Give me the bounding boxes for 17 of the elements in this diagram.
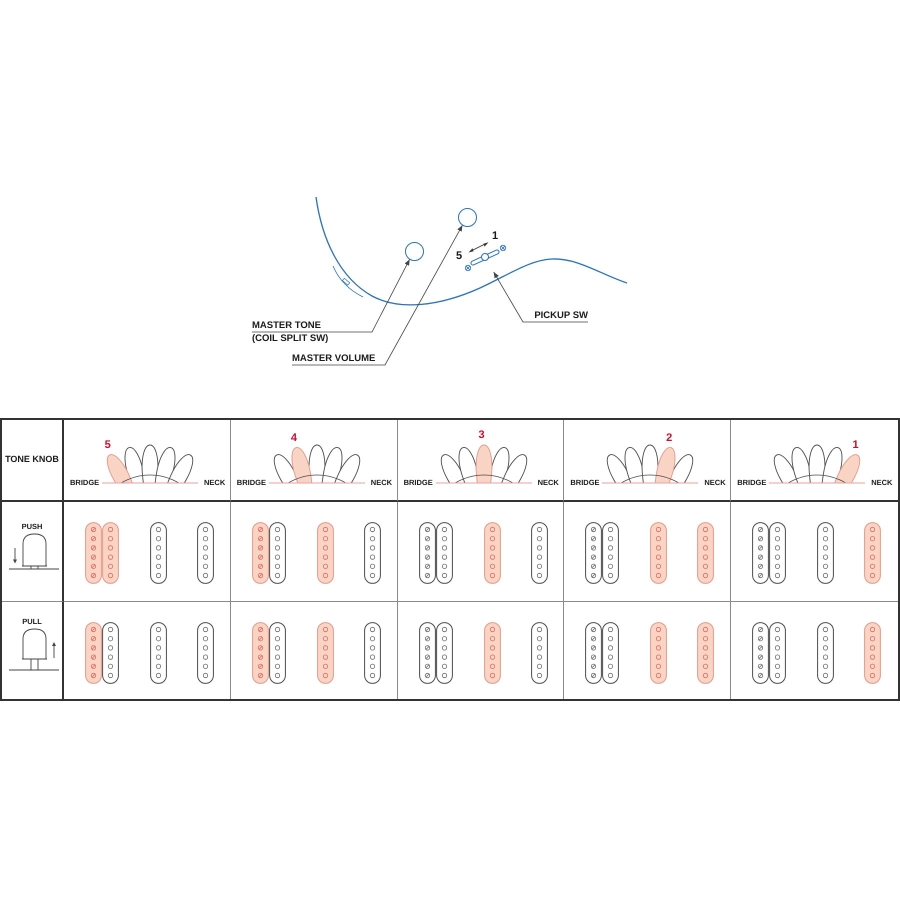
callout-label: PICKUP SW bbox=[533, 309, 588, 322]
position-number: 3 bbox=[478, 429, 485, 441]
position-number: 4 bbox=[290, 432, 298, 444]
position-number: 5 bbox=[104, 439, 111, 452]
leader-line bbox=[292, 224, 463, 366]
leader-line bbox=[252, 259, 410, 332]
position-number: 1 bbox=[492, 230, 498, 243]
callout-label: MASTER TONE (COIL SPLIT SW) bbox=[252, 319, 332, 345]
leader-line bbox=[493, 272, 588, 322]
table-header-cell: TONE KNOB bbox=[2, 420, 64, 502]
position-number: 5 bbox=[456, 250, 462, 263]
selector-switch bbox=[464, 244, 507, 272]
knob-outline bbox=[458, 208, 476, 226]
position-number: 1 bbox=[852, 439, 859, 452]
position-number: 2 bbox=[666, 432, 672, 444]
callout-label: MASTER VOLUME bbox=[292, 353, 378, 365]
knob-outline bbox=[404, 242, 424, 260]
